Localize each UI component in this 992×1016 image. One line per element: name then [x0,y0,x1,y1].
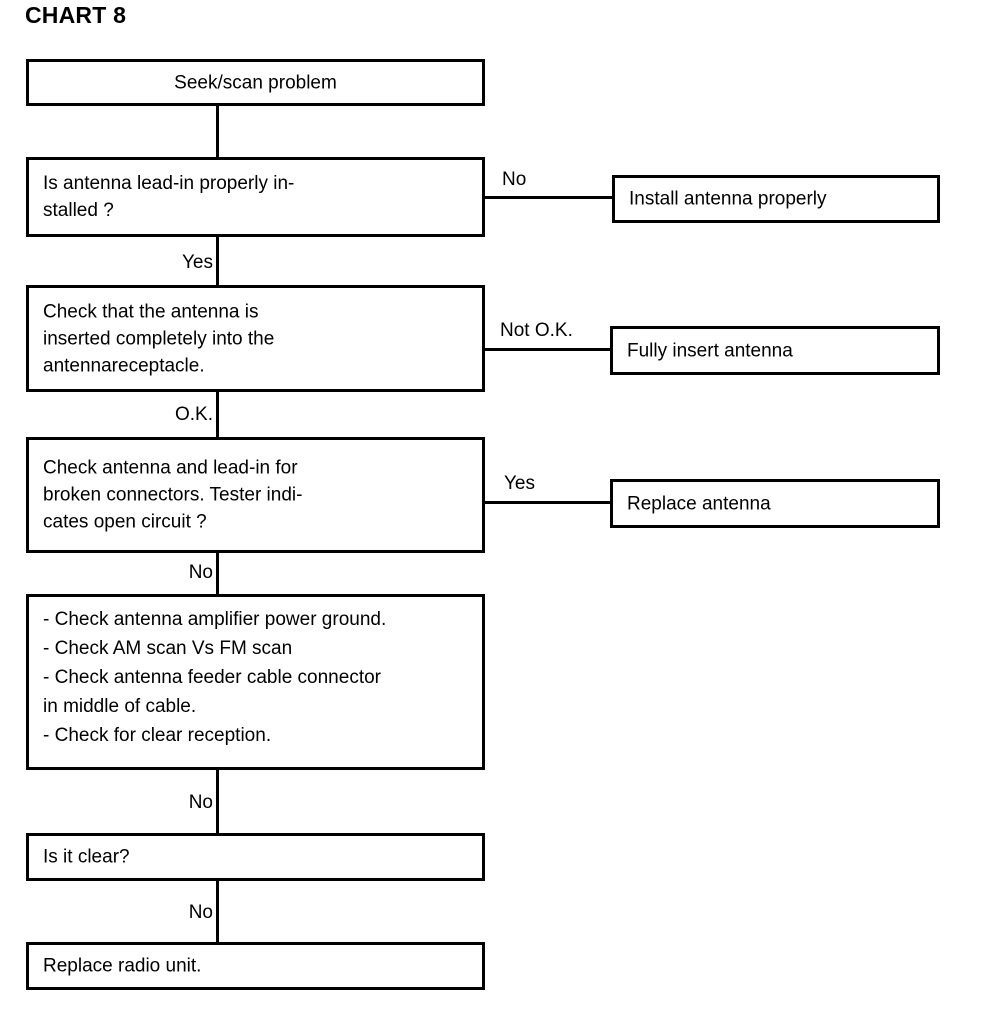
node-seek-scan-problem[interactable]: Seek/scan problem [26,59,485,106]
edge-label-no-n2-r1: No [502,169,527,190]
edge-label-yes-n2-n3: Yes [182,252,213,273]
node-label: Is antenna lead-in properly in- stalled … [43,173,295,221]
node-antenna-lead-in-installed[interactable]: Is antenna lead-in properly in- stalled … [26,157,485,237]
node-label: Replace antenna [627,493,771,514]
node-install-antenna-properly[interactable]: Install antenna properly [612,175,940,223]
connector-n3-r2 [485,348,613,351]
edge-label-ok-n3-n4: O.K. [174,404,213,425]
node-label: - Check antenna amplifier power ground. … [43,609,387,746]
node-label: Seek/scan problem [174,72,337,93]
connector-n2-n3 [216,237,219,287]
connector-n3-n4 [216,392,219,439]
node-replace-radio-unit[interactable]: Replace radio unit. [26,942,485,990]
node-label: Check that the antenna is inserted compl… [43,301,275,376]
node-fully-insert-antenna[interactable]: Fully insert antenna [610,326,940,375]
edge-label-no-n4-n5: No [188,562,213,583]
node-label: Replace radio unit. [43,955,202,977]
node-replace-antenna[interactable]: Replace antenna [610,479,940,528]
edge-label-notok-n3-r2: Not O.K. [500,320,573,341]
page-title: CHART 8 [25,2,127,28]
node-is-it-clear[interactable]: Is it clear? [26,833,485,881]
connector-n1-n2 [216,106,219,159]
node-label: Fully insert antenna [627,340,793,361]
connector-n6-n7 [216,881,219,944]
node-label: Check antenna and lead-in for broken con… [43,457,303,533]
edge-label-yes-n4-r3: Yes [504,473,535,494]
node-label: Is it clear? [43,846,130,868]
connector-n4-n5 [216,553,219,596]
connector-n5-n6 [216,770,219,835]
connector-n4-r3 [485,501,613,504]
node-label: Install antenna properly [629,188,827,210]
node-check-antenna-inserted[interactable]: Check that the antenna is inserted compl… [26,285,485,392]
edge-label-no-n5-n6: No [188,792,213,813]
node-additional-checks-list[interactable]: - Check antenna amplifier power ground. … [26,594,485,770]
node-check-broken-connectors[interactable]: Check antenna and lead-in for broken con… [26,437,485,553]
edge-label-no-n6-n7: No [188,902,213,923]
connector-n2-r1 [485,196,615,199]
